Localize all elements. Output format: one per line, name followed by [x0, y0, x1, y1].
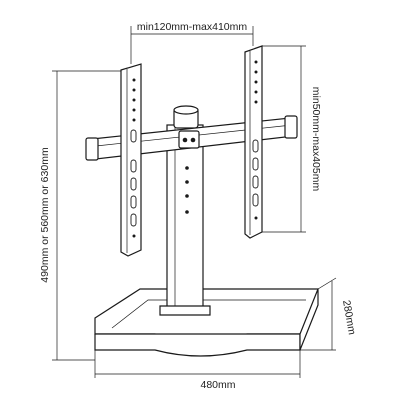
- base-width-label: 480mm: [200, 379, 235, 391]
- left-vesa-arm: [120, 63, 142, 257]
- total-height-label: 490mm or 560mm or 630mm: [39, 147, 51, 283]
- dimension-lines: [52, 26, 337, 378]
- vesa-width-label: min120mm-max410mm: [137, 21, 248, 33]
- right-vesa-arm: [244, 45, 263, 239]
- vesa-height-label: min50mm-max405mm: [310, 87, 322, 192]
- base-depth-label: 280mm: [340, 299, 358, 336]
- base-plate: [94, 288, 319, 357]
- support-column: [159, 105, 211, 316]
